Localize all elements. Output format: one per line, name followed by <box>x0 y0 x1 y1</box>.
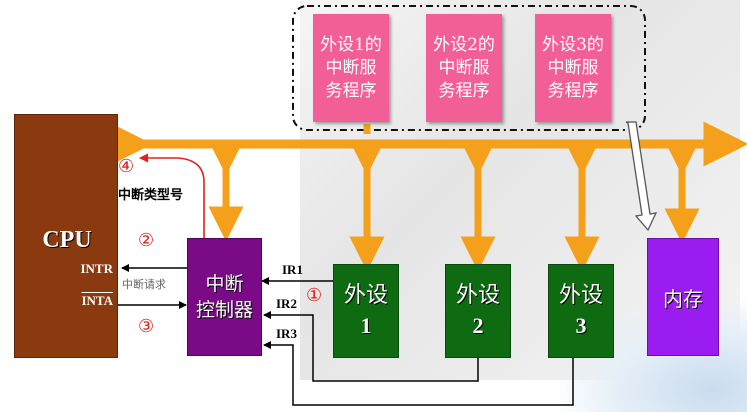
controller-line2: 控制器 <box>195 299 253 321</box>
ir2-label: IR2 <box>276 296 297 311</box>
device-2-number: 2 <box>472 313 484 338</box>
cpu-inta-label: INTA <box>81 293 113 308</box>
step-2-marker: ② <box>138 230 155 251</box>
memory-block: 内存 <box>647 238 719 356</box>
device-3-name: 外设 <box>558 283 603 308</box>
cpu-intr-label: INTR <box>80 261 113 276</box>
device-1-number: 1 <box>360 313 372 338</box>
ir3-label: IR3 <box>276 326 297 341</box>
isr-2-line3: 务程序 <box>438 80 490 101</box>
memory-isr-hollow-arrow <box>625 121 658 232</box>
ir3-line <box>263 341 574 406</box>
device-1: 外设 1 <box>333 264 399 358</box>
isr-box-3: 外设3的中断服务程序 <box>535 14 611 122</box>
isr-1-line1: 外设1的 <box>320 34 382 55</box>
isr-box-2: 外设2的中断服务程序 <box>426 14 502 122</box>
isr-group-border <box>292 5 646 131</box>
interrupt-type-label: 中断类型号 <box>118 188 184 203</box>
isr-box-1: 外设1的中断服务程序 <box>313 14 389 122</box>
memory-label: 内存 <box>663 286 703 311</box>
isr-1-line2: 中断服 <box>325 57 377 78</box>
isr-3-line2: 中断服 <box>547 57 599 78</box>
interrupt-controller: 中断 控制器 <box>187 238 262 356</box>
isr-1-line3: 务程序 <box>325 80 377 101</box>
ir2-line <box>263 311 479 382</box>
step-4-marker: ④ <box>118 156 135 177</box>
device-3-number: 3 <box>575 313 587 338</box>
isr-2-line2: 中断服 <box>438 57 490 78</box>
isr-3-line1: 外设3的 <box>542 34 604 55</box>
cpu-block: CPU INTR INTA <box>14 114 118 358</box>
device-2-name: 外设 <box>455 283 500 308</box>
step-3-marker: ③ <box>138 316 155 337</box>
isr-2-line1: 外设2的 <box>433 34 495 55</box>
device-2: 外设 2 <box>445 264 511 358</box>
step-1-marker: ① <box>306 285 323 306</box>
isr-3-line3: 务程序 <box>547 80 599 101</box>
interrupt-request-label: 中断请求 <box>122 278 166 291</box>
ir1-label: IR1 <box>282 262 303 277</box>
controller-line1: 中断 <box>205 273 244 295</box>
device-3: 外设 3 <box>548 264 614 358</box>
interrupt-type-arrow <box>139 153 205 238</box>
device-1-name: 外设 <box>343 283 388 308</box>
cpu-label: CPU <box>42 227 92 253</box>
